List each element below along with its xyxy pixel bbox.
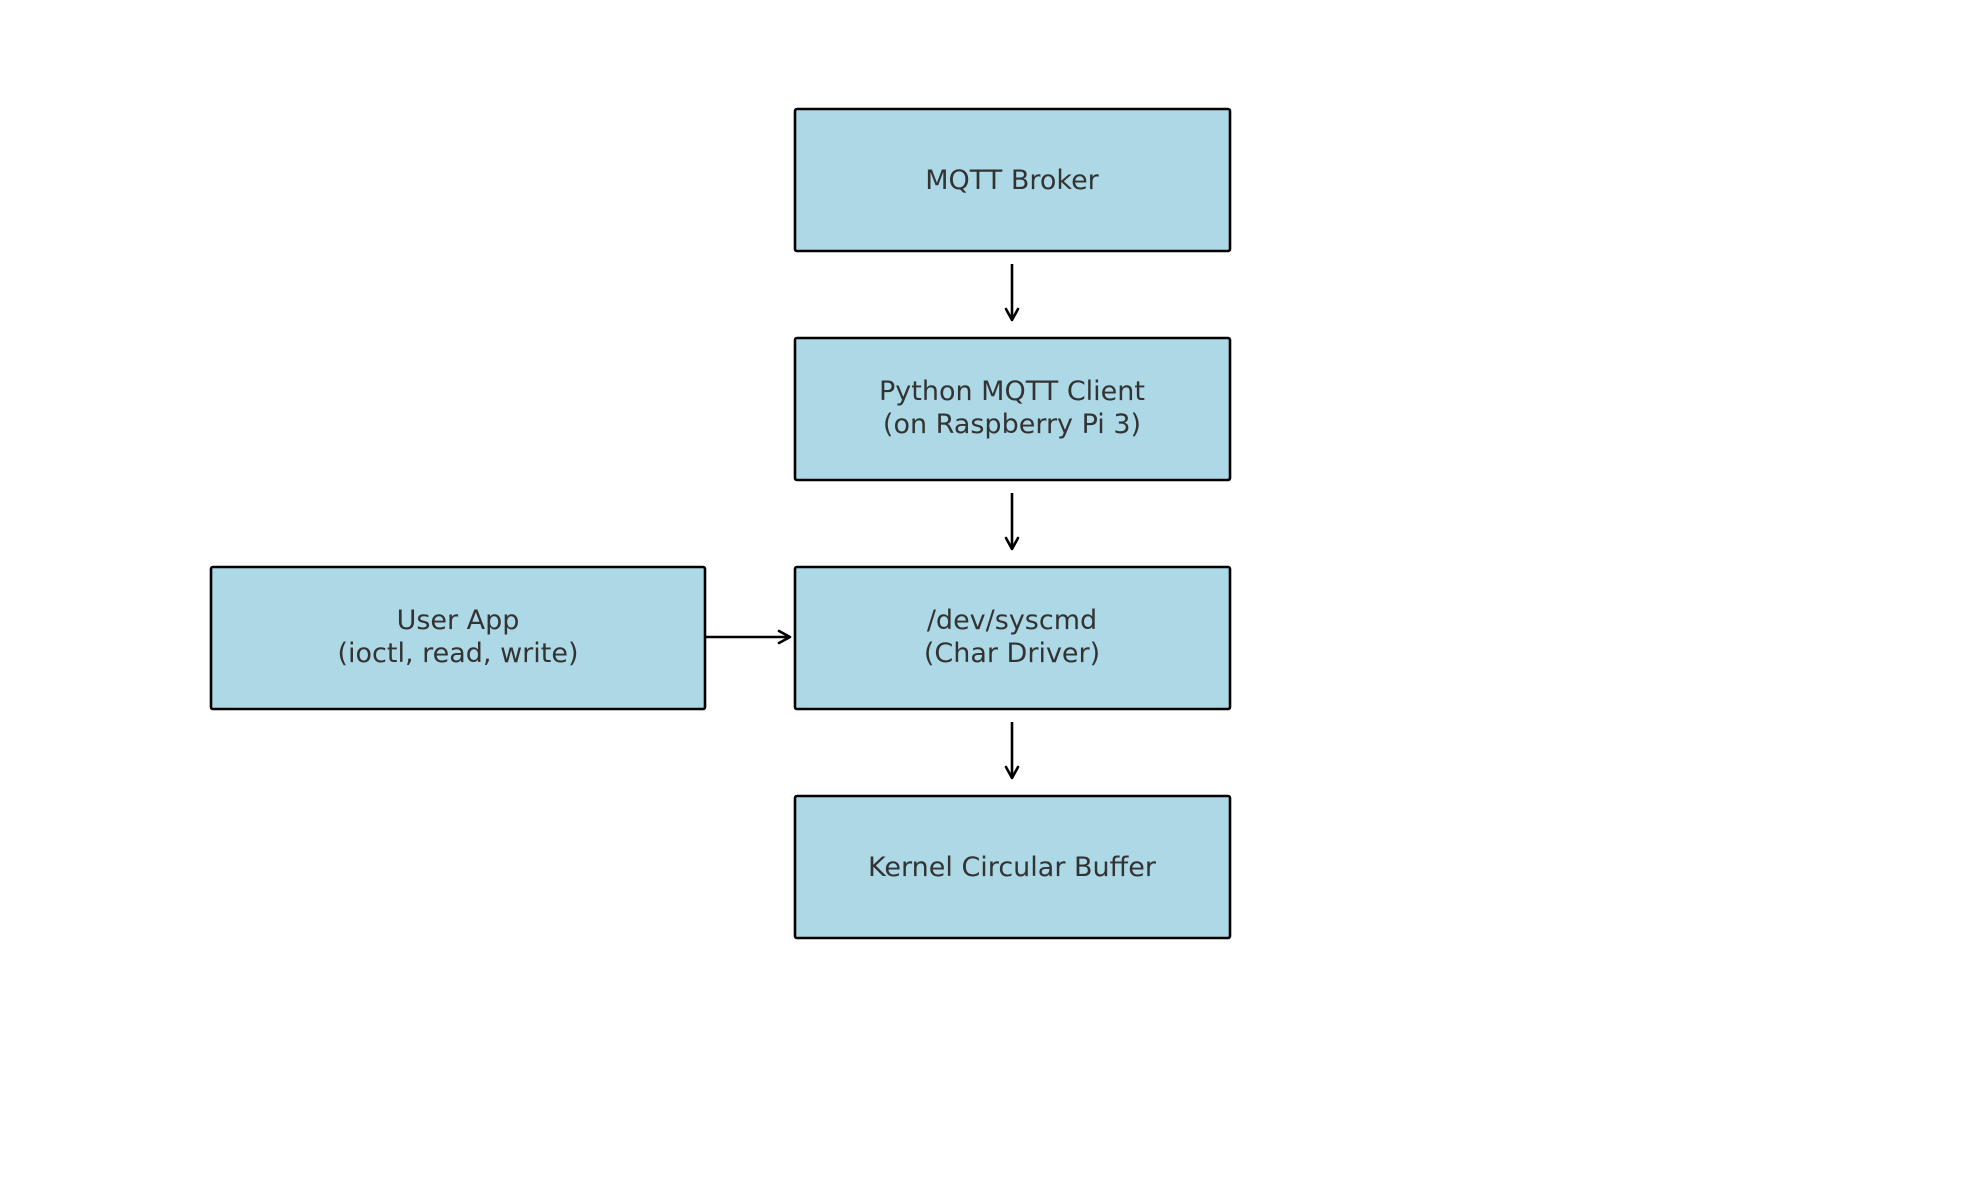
node-dev-syscmd-label-line1: /dev/syscmd	[927, 605, 1097, 636]
node-user-app: User App (ioctl, read, write)	[209, 565, 707, 711]
edge-client-to-driver	[1004, 493, 1020, 551]
node-dev-syscmd-label-line2: (Char Driver)	[924, 638, 1100, 669]
node-python-mqtt-client-label-line2: (on Raspberry Pi 3)	[883, 409, 1141, 440]
node-mqtt-broker-label: MQTT Broker	[925, 165, 1099, 196]
node-dev-syscmd: /dev/syscmd (Char Driver)	[793, 565, 1232, 711]
edge-broker-to-client	[1004, 264, 1020, 322]
node-python-mqtt-client-label-line1: Python MQTT Client	[879, 376, 1145, 407]
node-kernel-circular-buffer: Kernel Circular Buffer	[793, 794, 1232, 940]
node-python-mqtt-client: Python MQTT Client (on Raspberry Pi 3)	[793, 336, 1232, 482]
node-user-app-label-line2: (ioctl, read, write)	[337, 638, 578, 669]
node-kernel-circular-buffer-label: Kernel Circular Buffer	[868, 852, 1157, 883]
node-user-app-label-line1: User App	[397, 605, 520, 636]
edge-userapp-to-driver	[705, 629, 792, 645]
node-mqtt-broker: MQTT Broker	[793, 107, 1232, 253]
edge-driver-to-buffer	[1004, 722, 1020, 780]
